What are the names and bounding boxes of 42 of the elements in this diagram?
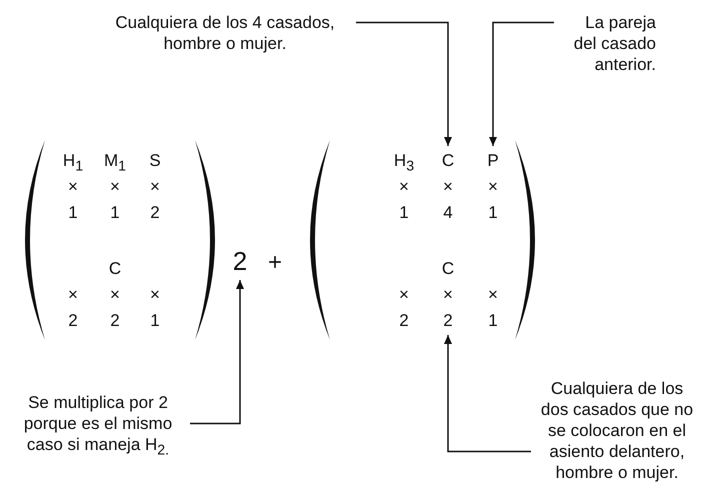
times-symbol: × [110,284,120,305]
matrix-entry: H$_{3}$ [394,150,414,176]
leader-arrow [356,22,452,146]
matrix-entry: C [442,150,454,171]
matrix-entry: 2 [150,202,160,223]
note-text: La pareja del casado anterior. [560,12,656,75]
matrix-entry: C [108,258,122,279]
times-symbol: × [68,176,78,197]
matrix-entry: 1 [68,202,78,223]
leader-arrow [190,280,244,424]
matrix-entry: C [442,258,454,279]
matrix-entry: 2 [399,310,409,331]
multiplier-number: 2 [232,246,248,276]
times-symbol: × [150,176,160,197]
times-symbol: × [150,284,160,305]
note-text: Cualquiera de los dos casados que no se colocaron en el asiento delantero, hombre o mujer. [537,378,697,483]
matrix-entry: H$_{1}$ [62,150,84,176]
times-symbol: × [488,284,498,305]
matrix-entry: 1 [399,202,409,223]
times-symbol: × [443,176,453,197]
matrix-entry: 2 [110,310,120,331]
plus-sign: + [268,252,282,273]
matrix-entry: M$_{1}$ [104,150,126,176]
matrix-entry: 1 [150,310,160,331]
leader-arrow [489,22,554,146]
leader-arrow [444,335,531,452]
matrix-entry: 1 [488,202,498,223]
times-symbol: × [399,176,409,197]
matrix-entry: 2 [443,310,453,331]
matrix-entry: 2 [68,310,78,331]
times-symbol: × [488,176,498,197]
times-symbol: × [68,284,78,305]
matrix-entry: S [149,150,161,171]
times-symbol: × [110,176,120,197]
note-text: Se multiplica por 2 porque es el mismo caso si maneja H$_{2.}$ [12,392,184,462]
matrix-entry: 1 [488,310,498,331]
note-text: Cualquiera de los 4 casados, hombre o mujer. [100,12,350,54]
matrix-entry: 4 [443,202,453,223]
times-symbol: × [443,284,453,305]
matrix-entry: P [487,150,499,171]
matrix-entry: 1 [110,202,120,223]
times-symbol: × [399,284,409,305]
